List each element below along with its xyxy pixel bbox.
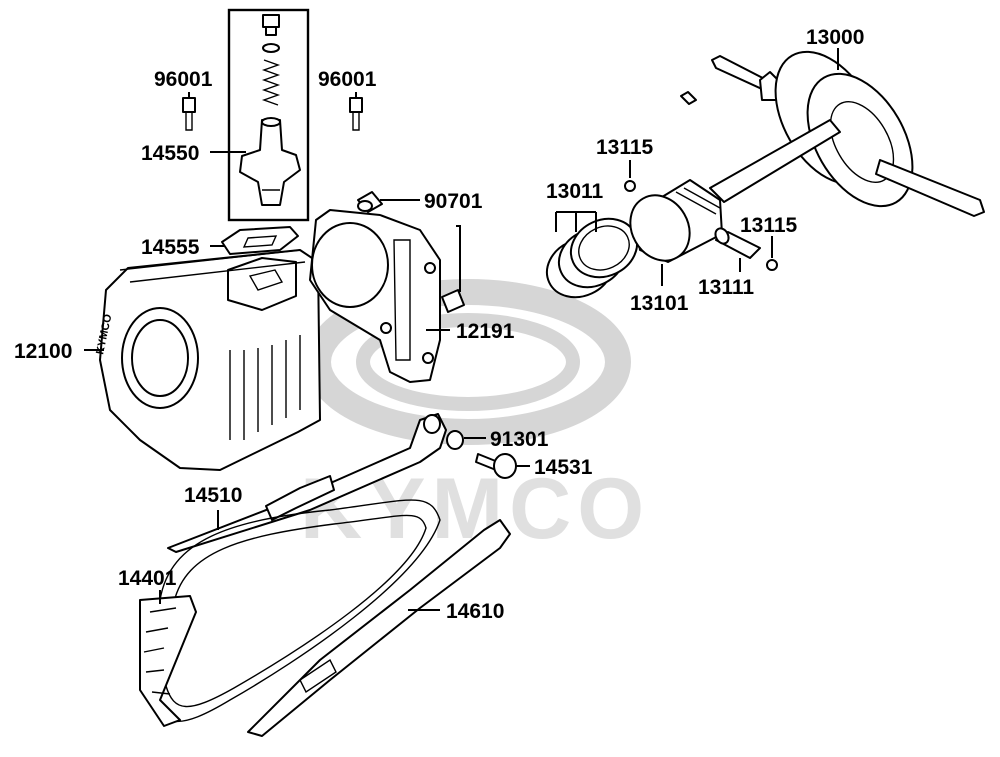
cylinder-block: KYMCO bbox=[94, 249, 321, 471]
cam-chain bbox=[139, 499, 441, 727]
piston-ring-set bbox=[545, 217, 639, 299]
tensioner-assembly bbox=[227, 8, 310, 222]
label-13011: 13011 bbox=[546, 180, 604, 203]
cylinder-gasket bbox=[309, 209, 441, 383]
leader-lines bbox=[84, 48, 839, 611]
bolt-96001-right bbox=[349, 97, 363, 131]
label-13115-left: 13115 bbox=[596, 136, 654, 159]
piston-pin bbox=[714, 227, 761, 259]
label-91301: 91301 bbox=[490, 428, 549, 451]
label-96001-left: 96001 bbox=[154, 68, 213, 91]
label-14555: 14555 bbox=[141, 236, 200, 259]
part-labels: 96001 96001 14550 14555 12100 90701 1219… bbox=[14, 26, 864, 623]
label-13115-right: 13115 bbox=[740, 214, 798, 237]
piston-pin-clip-right bbox=[766, 259, 778, 271]
bolt-96001-left bbox=[182, 97, 196, 131]
chain-guide bbox=[247, 519, 511, 737]
label-14401: 14401 bbox=[118, 567, 177, 590]
label-13000: 13000 bbox=[806, 26, 864, 49]
label-14531: 14531 bbox=[534, 456, 593, 479]
tensioner-guide bbox=[167, 413, 447, 553]
label-14610: 14610 bbox=[446, 600, 504, 623]
label-12191: 12191 bbox=[456, 320, 515, 343]
dowel-pin-lower bbox=[441, 289, 465, 313]
washer-91301 bbox=[446, 430, 464, 450]
crankshaft bbox=[680, 50, 985, 217]
label-13101: 13101 bbox=[630, 292, 689, 315]
label-14550: 14550 bbox=[141, 142, 199, 165]
piston-pin-clip-left bbox=[624, 180, 636, 192]
tensioner-gasket bbox=[221, 226, 299, 255]
label-90701: 90701 bbox=[424, 190, 483, 213]
label-14510: 14510 bbox=[184, 484, 242, 507]
label-13111: 13111 bbox=[698, 276, 754, 299]
label-12100: 12100 bbox=[14, 340, 72, 363]
piston bbox=[629, 179, 723, 263]
dowel-pin-upper bbox=[357, 191, 383, 213]
label-96001-right: 96001 bbox=[318, 68, 377, 91]
